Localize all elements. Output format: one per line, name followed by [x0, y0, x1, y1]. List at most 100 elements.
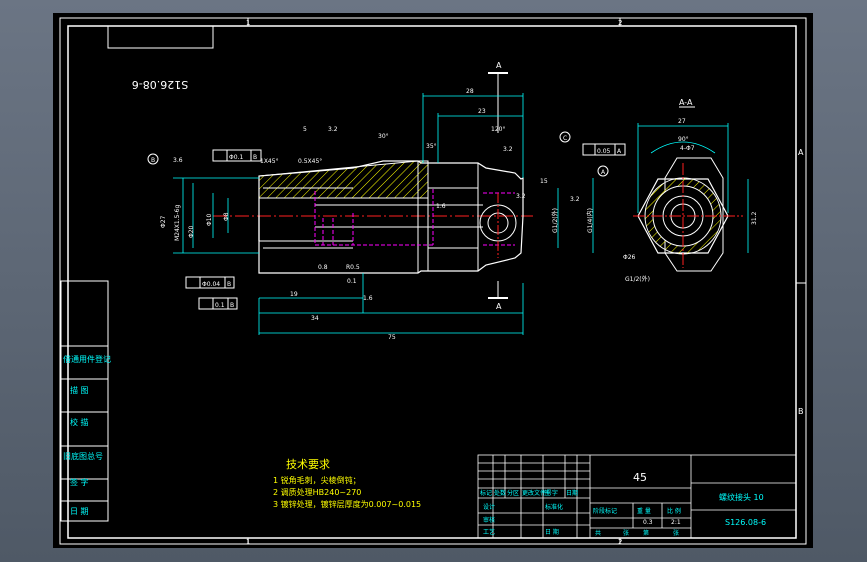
dim-34: 34: [311, 315, 319, 322]
outer-frame: [59, 17, 807, 545]
tol-2-value: 0.05: [597, 148, 611, 155]
dim-3-2c: 3.2: [503, 146, 513, 153]
tb-row4-c: 日 期: [545, 528, 559, 536]
tb-part-name: 螺纹接头 10: [719, 492, 764, 502]
tb-header-1: 标记: [480, 489, 492, 497]
dim-23: 23: [478, 108, 486, 115]
left-table-row-5: 签 字: [70, 477, 89, 487]
tol-4-value: 0.1: [215, 302, 225, 309]
tol-3-value: Φ0.04: [202, 281, 220, 288]
dim-phi20: Φ20: [188, 225, 195, 238]
dim-phi8: Φ8: [223, 212, 230, 221]
tb-scale: 2:1: [671, 519, 681, 526]
tech-req-item-3: 3 镀锌处理，镀锌层厚度为0.007~0.015: [273, 499, 421, 509]
left-table-row-4: 旧底图总号: [63, 451, 103, 461]
dim-0-1: 0.1: [347, 278, 357, 285]
dim-1-6b: 1.6: [363, 295, 373, 302]
dim-phi10: Φ10: [206, 213, 213, 226]
dim-28: 28: [466, 88, 474, 95]
section-view: A-A 27 90° 4-Φ7 Φ26: [623, 98, 758, 283]
left-table-row-6: 日 期: [70, 507, 89, 516]
tb-scale-label: 比 例: [667, 507, 681, 515]
dim-g12: G1/2(外): [551, 208, 559, 233]
zone-top-1: 1: [246, 19, 250, 27]
tol-1-value: Φ0.1: [229, 154, 243, 161]
dim-3-2d: 3.2: [570, 196, 580, 203]
drawing-canvas[interactable]: 1 2 1 2 A B S126.08-6 借通用件登记 描 图: [53, 13, 813, 548]
dim-4phi7: 4-Φ7: [680, 145, 695, 152]
dim-31-2: 31.2: [751, 211, 758, 225]
dim-phi26: Φ26: [623, 254, 636, 261]
hex-outline: [664, 157, 724, 272]
left-table-row-3: 校 描: [70, 417, 89, 427]
dim-phi27: Φ27: [160, 215, 167, 228]
tb-sheet-label: 张: [623, 529, 629, 537]
zone-top-2: 2: [618, 19, 622, 27]
left-table-row-2: 描 图: [70, 385, 89, 395]
dim-15: 15: [540, 178, 548, 185]
dim-r0-5: R0.5: [346, 264, 360, 271]
dim-3-2a: 3.2: [328, 126, 338, 133]
tb-header-5: 签 字: [544, 489, 558, 497]
tech-req-item-1: 1 锐角毛刺，尖棱倒钝；: [273, 475, 361, 485]
main-view: A A: [213, 61, 533, 311]
zone-right-a: A: [798, 148, 804, 157]
section-marker-top: A: [496, 61, 502, 70]
tol-1-ref: B: [253, 154, 257, 161]
tb-weight-label: 重 量: [637, 507, 651, 515]
zone-right-b: B: [798, 407, 804, 416]
dim-0-8: 0.8: [318, 264, 328, 271]
dimension-lines: [173, 93, 594, 335]
tb-drawing-no: S126.08-6: [725, 518, 766, 527]
part-outline-lower: [258, 215, 524, 274]
dim-27: 27: [678, 118, 686, 125]
zone-bottom-2: 2: [618, 538, 622, 546]
section-marker-bottom: A: [496, 302, 502, 311]
dim-120deg: 120°: [491, 126, 505, 133]
dim-m24: M24X1.5-6g: [174, 205, 181, 241]
tol-3-ref: B: [227, 281, 231, 288]
tb-row2-a: 设计: [483, 503, 495, 511]
zone-bottom-1: 1: [246, 538, 250, 546]
dim-90deg: 90°: [678, 136, 689, 143]
dim-30deg: 30°: [378, 133, 389, 140]
left-table-row-1: 借通用件登记: [63, 354, 111, 364]
tb-row3-a: 审核: [483, 516, 495, 524]
dim-3-2e: 3.2: [516, 193, 526, 200]
dim-3-6: 3.6: [173, 157, 183, 164]
dim-75: 75: [388, 334, 396, 341]
hatch-upper: [258, 160, 429, 199]
dim-5: 5: [303, 126, 307, 133]
drawing-svg: 1 2 1 2 A B S126.08-6 借通用件登记 描 图: [59, 17, 807, 546]
dim-0-5x45: 0.5X45°: [298, 158, 322, 165]
tb-header-3: 分区: [507, 489, 519, 497]
datum-a: A: [601, 169, 606, 176]
part-outline-upper: [258, 160, 524, 241]
tb-row4-a: 工艺: [483, 528, 495, 536]
tech-req-item-2: 2 调质处理HB240~270: [273, 487, 361, 497]
tb-header-4: 更改文件号: [522, 489, 552, 497]
dim-g12out: G1/2(外): [625, 275, 650, 283]
tb-header-6: 日期: [566, 489, 578, 497]
drawing-number-box: [107, 25, 214, 49]
left-side-table: [60, 280, 109, 522]
tb-material: 45: [633, 471, 647, 484]
dim-35deg: 35°: [426, 143, 437, 150]
dim-1-6a: 1.6: [436, 203, 446, 210]
tb-stage-label: 阶段标记: [593, 507, 617, 515]
tech-requirements: 技术要求 1 锐角毛刺，尖棱倒钝； 2 调质处理HB240~270 3 镀锌处理…: [273, 458, 421, 509]
tb-sheets: 共: [595, 529, 601, 537]
title-block: [477, 454, 797, 539]
tb-sheet-label2: 张: [673, 529, 679, 537]
datum-b: B: [151, 157, 155, 164]
tb-row2-c: 标准化: [545, 503, 563, 511]
dim-g14: G1/4(内): [586, 208, 594, 233]
tech-req-title: 技术要求: [286, 458, 330, 471]
tb-weight: 0.3: [643, 519, 653, 526]
tb-header-2: 处数: [494, 489, 506, 497]
dim-19: 19: [290, 291, 298, 298]
datum-c: C: [563, 135, 567, 142]
inner-frame: [67, 25, 797, 539]
drawing-number-text: S126.08-6: [132, 78, 188, 91]
